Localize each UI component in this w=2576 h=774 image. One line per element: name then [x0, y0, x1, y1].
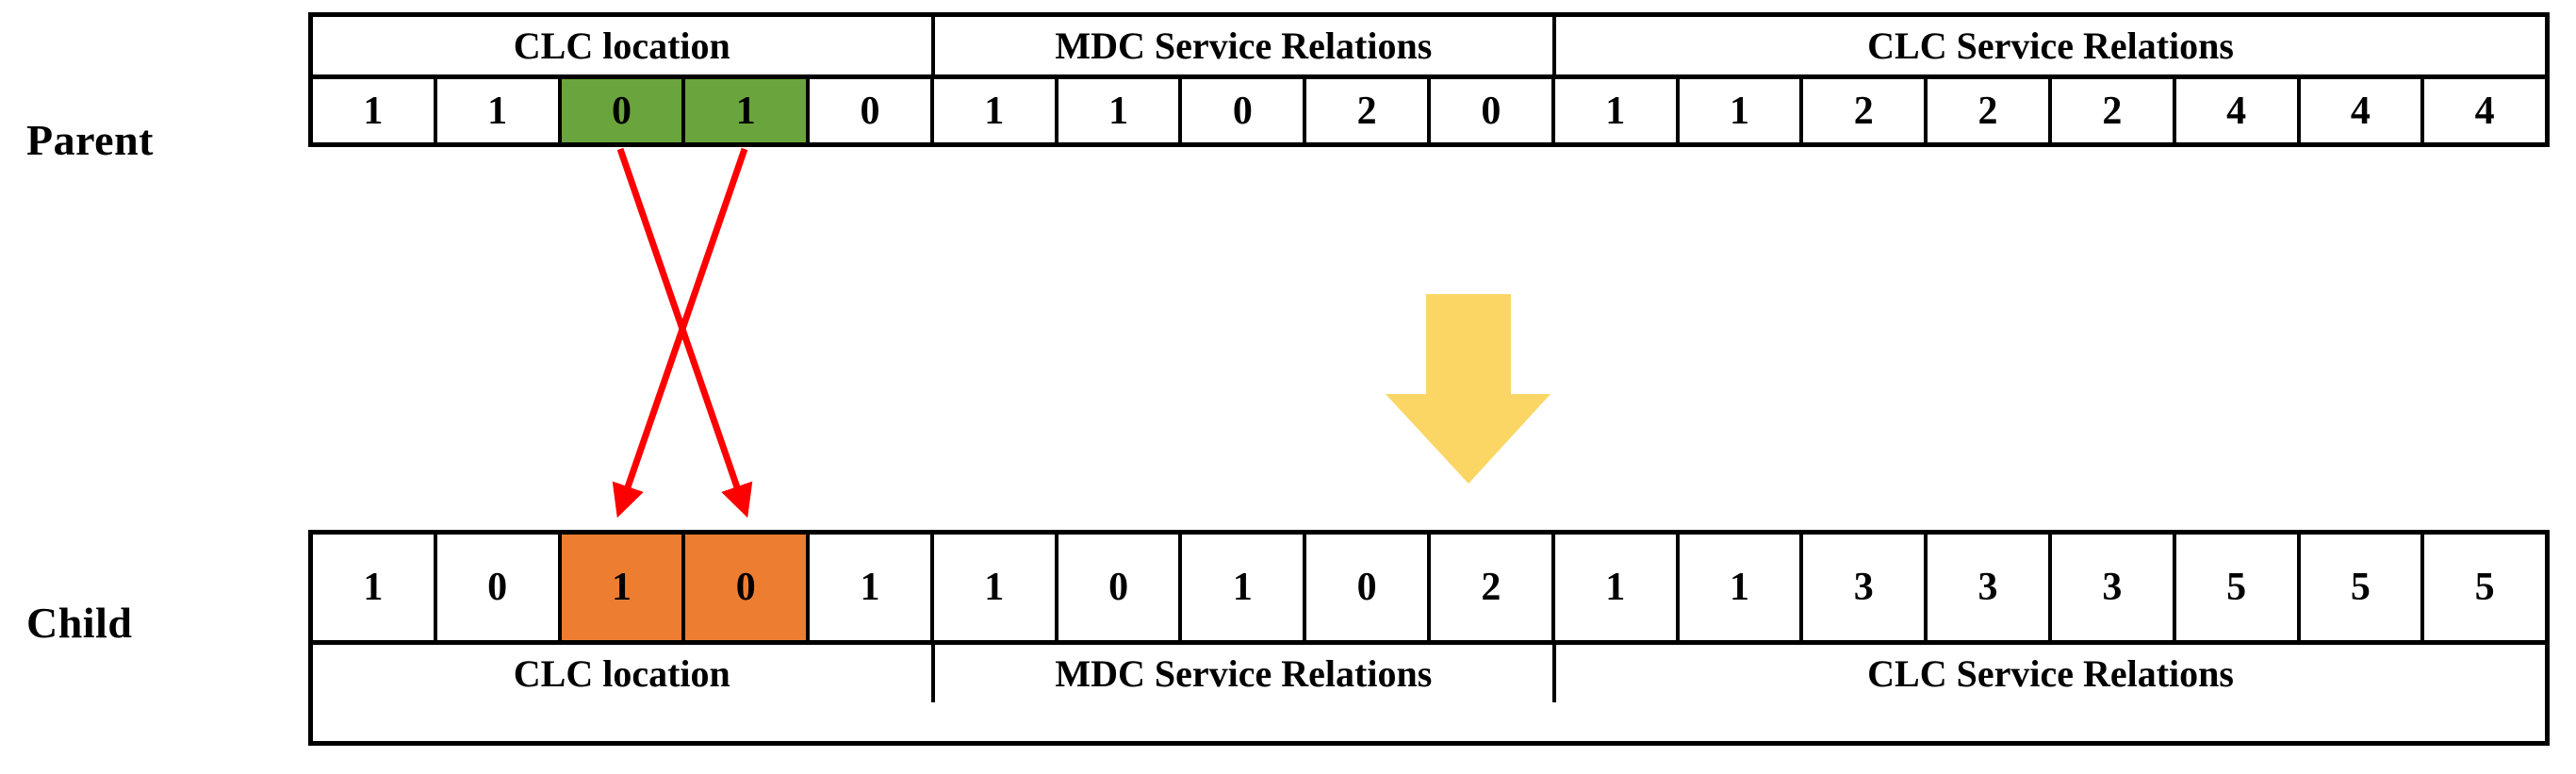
gene-cell: 1 — [1675, 79, 1800, 142]
swap-arrow-right-to-left — [612, 147, 748, 519]
gene-cell: 1 — [557, 535, 682, 640]
gene-cell: 0 — [1427, 79, 1551, 142]
section-title-2: CLC Service Relations — [1552, 17, 2545, 74]
section-title-0: CLC location — [513, 25, 730, 67]
section-title-1: MDC Service Relations — [930, 645, 1553, 702]
gene-cell: 1 — [1551, 535, 1676, 640]
child-row-label: Child — [26, 599, 133, 647]
gene-cell: 1 — [806, 535, 930, 640]
gene-cell: 1 — [1675, 535, 1800, 640]
downward-flow-arrow — [1386, 294, 1551, 484]
gene-cell: 5 — [2296, 535, 2421, 640]
gene-cell: 0 — [681, 535, 807, 640]
gene-cell: 1 — [1551, 79, 1676, 142]
gene-cell: 2 — [1799, 79, 1925, 142]
gene-cell: 0 — [433, 535, 558, 640]
gene-cell: 3 — [2047, 535, 2173, 640]
gene-cell: 0 — [1054, 535, 1179, 640]
swap-arrow-left-to-right — [616, 147, 753, 519]
gene-cell: 3 — [1799, 535, 1925, 640]
gene-cell: 1 — [1178, 535, 1304, 640]
gene-cell: 0 — [1303, 535, 1428, 640]
gene-cell: 0 — [806, 79, 930, 142]
gene-cell: 0 — [557, 79, 682, 142]
gene-cell: 2 — [2047, 79, 2173, 142]
gene-cell: 2 — [1303, 79, 1428, 142]
gene-cell: 0 — [1178, 79, 1304, 142]
gene-cell: 1 — [929, 535, 1055, 640]
section-title-0: CLC location — [513, 652, 730, 695]
section-title-2: CLC Service Relations — [1552, 645, 2545, 702]
gene-cell: 2 — [1427, 535, 1551, 640]
gene-cell: 1 — [1054, 79, 1179, 142]
gene-cell: 4 — [2296, 79, 2421, 142]
gene-cell: 1 — [929, 79, 1055, 142]
section-title-1: MDC Service Relations — [930, 17, 1553, 74]
gene-cell: 1 — [681, 79, 807, 142]
parent-row-label: Parent — [26, 116, 155, 164]
gene-cell: 1 — [313, 535, 434, 640]
gene-cell: 5 — [2420, 535, 2546, 640]
gene-cell: 5 — [2172, 535, 2297, 640]
gene-cell: 1 — [433, 79, 558, 142]
gene-cell: 4 — [2420, 79, 2546, 142]
gene-cell: 4 — [2172, 79, 2297, 142]
gene-cell: 1 — [313, 79, 434, 142]
gene-cell: 2 — [1924, 79, 2048, 142]
gene-cell: 3 — [1924, 535, 2048, 640]
